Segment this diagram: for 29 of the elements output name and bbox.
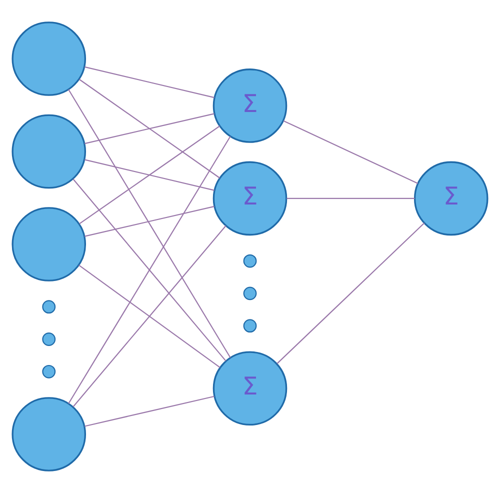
connector [84,395,214,426]
node-circle: Σ [212,160,288,236]
connector [84,158,214,190]
connector [79,78,220,178]
node-circle: Σ [212,350,288,426]
connector [283,120,418,184]
connector [84,112,214,144]
node-dot [243,254,257,268]
connector [72,224,226,407]
connector [68,88,231,358]
node-circle: Σ [212,68,288,142]
node-circle: Σ [414,160,488,236]
connector [276,222,425,364]
connector [84,205,214,236]
node-dot [42,364,56,378]
node-circle [12,114,86,188]
connector [286,197,415,199]
node-dot [42,332,56,346]
node-circle [12,396,86,471]
connector [79,125,220,224]
connector [78,264,220,368]
node-circle [12,206,86,281]
connector [84,66,214,98]
connector [72,178,226,361]
node-dot [243,286,257,300]
node-dot [243,318,257,332]
node-circle [12,21,86,96]
node-dot [42,300,56,314]
connector [68,136,231,404]
